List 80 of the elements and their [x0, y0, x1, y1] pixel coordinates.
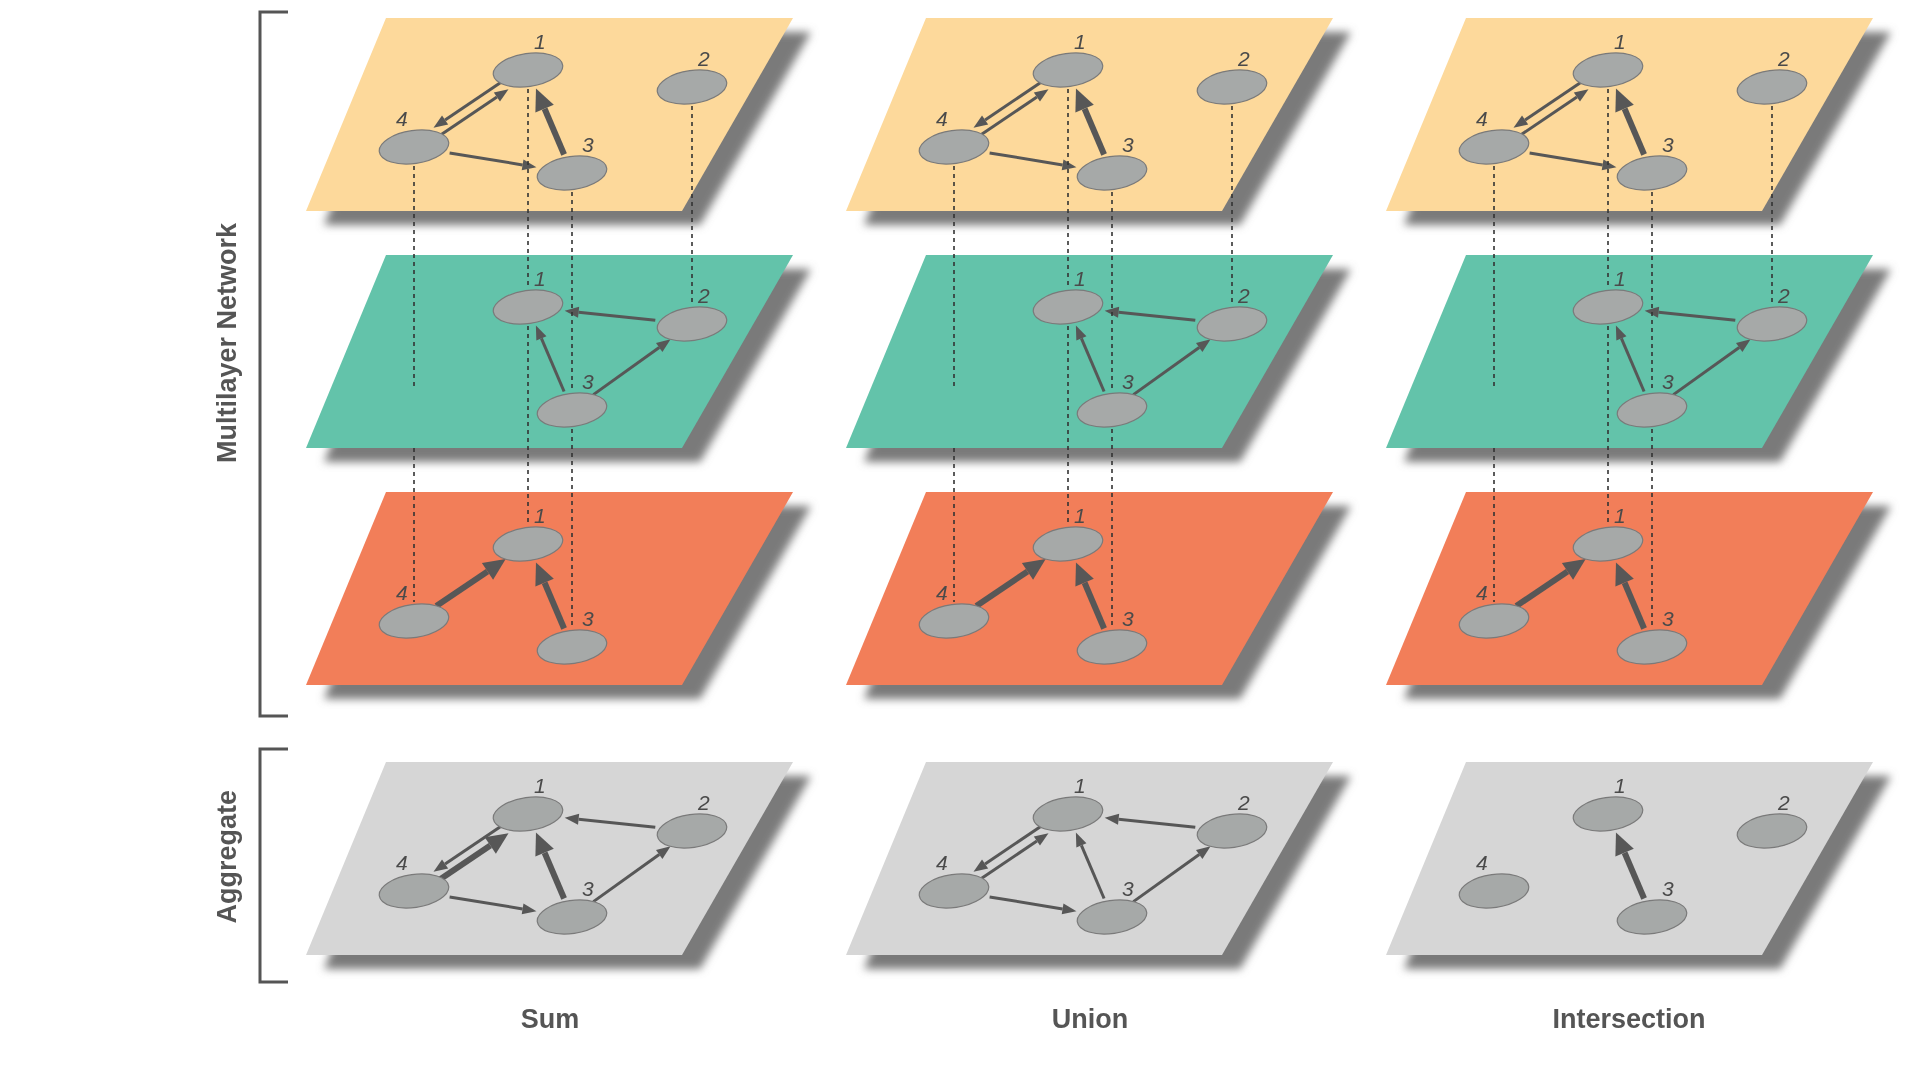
node-number: 3 [1662, 878, 1674, 899]
dashed-line [953, 447, 955, 603]
node-number: 1 [1614, 775, 1626, 796]
node-number: 4 [1476, 108, 1488, 129]
node-number: 3 [1122, 134, 1134, 155]
arrow [1075, 562, 1107, 630]
node-number: 2 [698, 285, 710, 306]
node-number: 1 [1614, 31, 1626, 52]
node-number: 4 [396, 852, 408, 873]
arrow [1529, 151, 1617, 171]
node-number: 3 [1662, 371, 1674, 392]
arrow [1615, 88, 1647, 156]
arrow [1644, 306, 1736, 322]
dashed-line [413, 447, 415, 603]
node-number: 4 [396, 582, 408, 603]
arrow [1104, 813, 1196, 829]
side-label: Multilayer Network [211, 223, 243, 464]
arrow [564, 813, 656, 829]
node-number: 2 [698, 48, 710, 69]
node-number: 2 [1238, 792, 1250, 813]
arrow [989, 895, 1077, 915]
node-number: 1 [1614, 505, 1626, 526]
node-number: 3 [582, 371, 594, 392]
arrow [1615, 562, 1647, 630]
arrow [434, 559, 506, 609]
arrow [1075, 88, 1107, 156]
arrow [1075, 832, 1106, 900]
arrow [1514, 559, 1586, 609]
node-number: 1 [534, 775, 546, 796]
node-number: 2 [1778, 285, 1790, 306]
arrow [1672, 339, 1751, 396]
node-number: 3 [582, 608, 594, 629]
node-number: 3 [1662, 608, 1674, 629]
column-label: Intersection [1552, 1004, 1706, 1035]
arrow [592, 339, 671, 396]
node-number: 4 [1476, 852, 1488, 873]
node-number: 3 [582, 878, 594, 899]
arrow [535, 88, 567, 156]
arrow [974, 559, 1046, 609]
node-number: 1 [1074, 775, 1086, 796]
node-number: 3 [1662, 134, 1674, 155]
node-number: 2 [1238, 48, 1250, 69]
node-number: 3 [1122, 371, 1134, 392]
node-number: 4 [1476, 582, 1488, 603]
arrow [1132, 846, 1211, 903]
node-number: 2 [1778, 792, 1790, 813]
arrow [535, 832, 567, 900]
node-number: 4 [396, 108, 408, 129]
arrow [449, 151, 537, 171]
node-number: 1 [1074, 268, 1086, 289]
arrow [535, 562, 567, 630]
arrow [592, 846, 671, 903]
arrow [1075, 325, 1106, 393]
arrow [1615, 832, 1647, 900]
column-label: Union [1051, 1004, 1129, 1035]
node-number: 2 [1778, 48, 1790, 69]
node-number: 3 [1122, 608, 1134, 629]
side-label: Aggregate [211, 790, 243, 924]
node-number: 4 [936, 852, 948, 873]
node-number: 4 [936, 108, 948, 129]
node-number: 2 [1238, 285, 1250, 306]
node-number: 1 [534, 505, 546, 526]
arrow [564, 306, 656, 322]
node-number: 1 [1614, 268, 1626, 289]
node-number: 1 [534, 268, 546, 289]
arrow [989, 151, 1077, 171]
node-number: 3 [1122, 878, 1134, 899]
node-number: 1 [1074, 31, 1086, 52]
column-label: Sum [520, 1004, 580, 1035]
arrow [1615, 325, 1646, 393]
dashed-line [1493, 447, 1495, 603]
node-number: 1 [1074, 505, 1086, 526]
arrow [1132, 339, 1211, 396]
arrow [1104, 306, 1196, 322]
node-number: 2 [698, 792, 710, 813]
node-number: 1 [534, 31, 546, 52]
arrow [535, 325, 566, 393]
node-number: 4 [936, 582, 948, 603]
arrow [449, 895, 537, 915]
node-number: 3 [582, 134, 594, 155]
